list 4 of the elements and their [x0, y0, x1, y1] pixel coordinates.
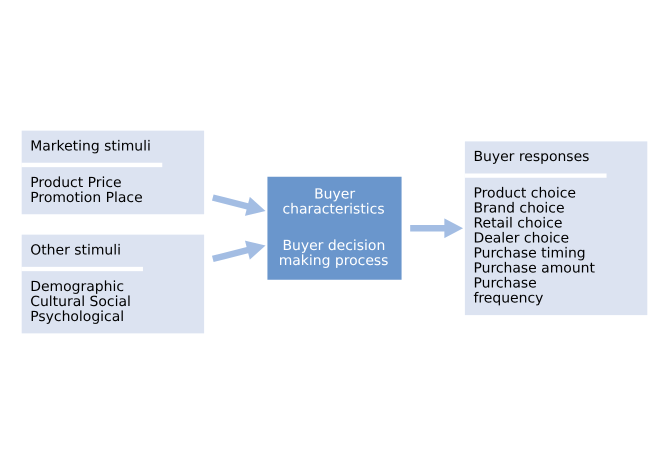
arrow	[212, 194, 266, 216]
node-box: Buyer characteristics Buyer decision making process	[267, 176, 402, 280]
arrow	[212, 240, 266, 262]
arrow	[410, 218, 464, 238]
